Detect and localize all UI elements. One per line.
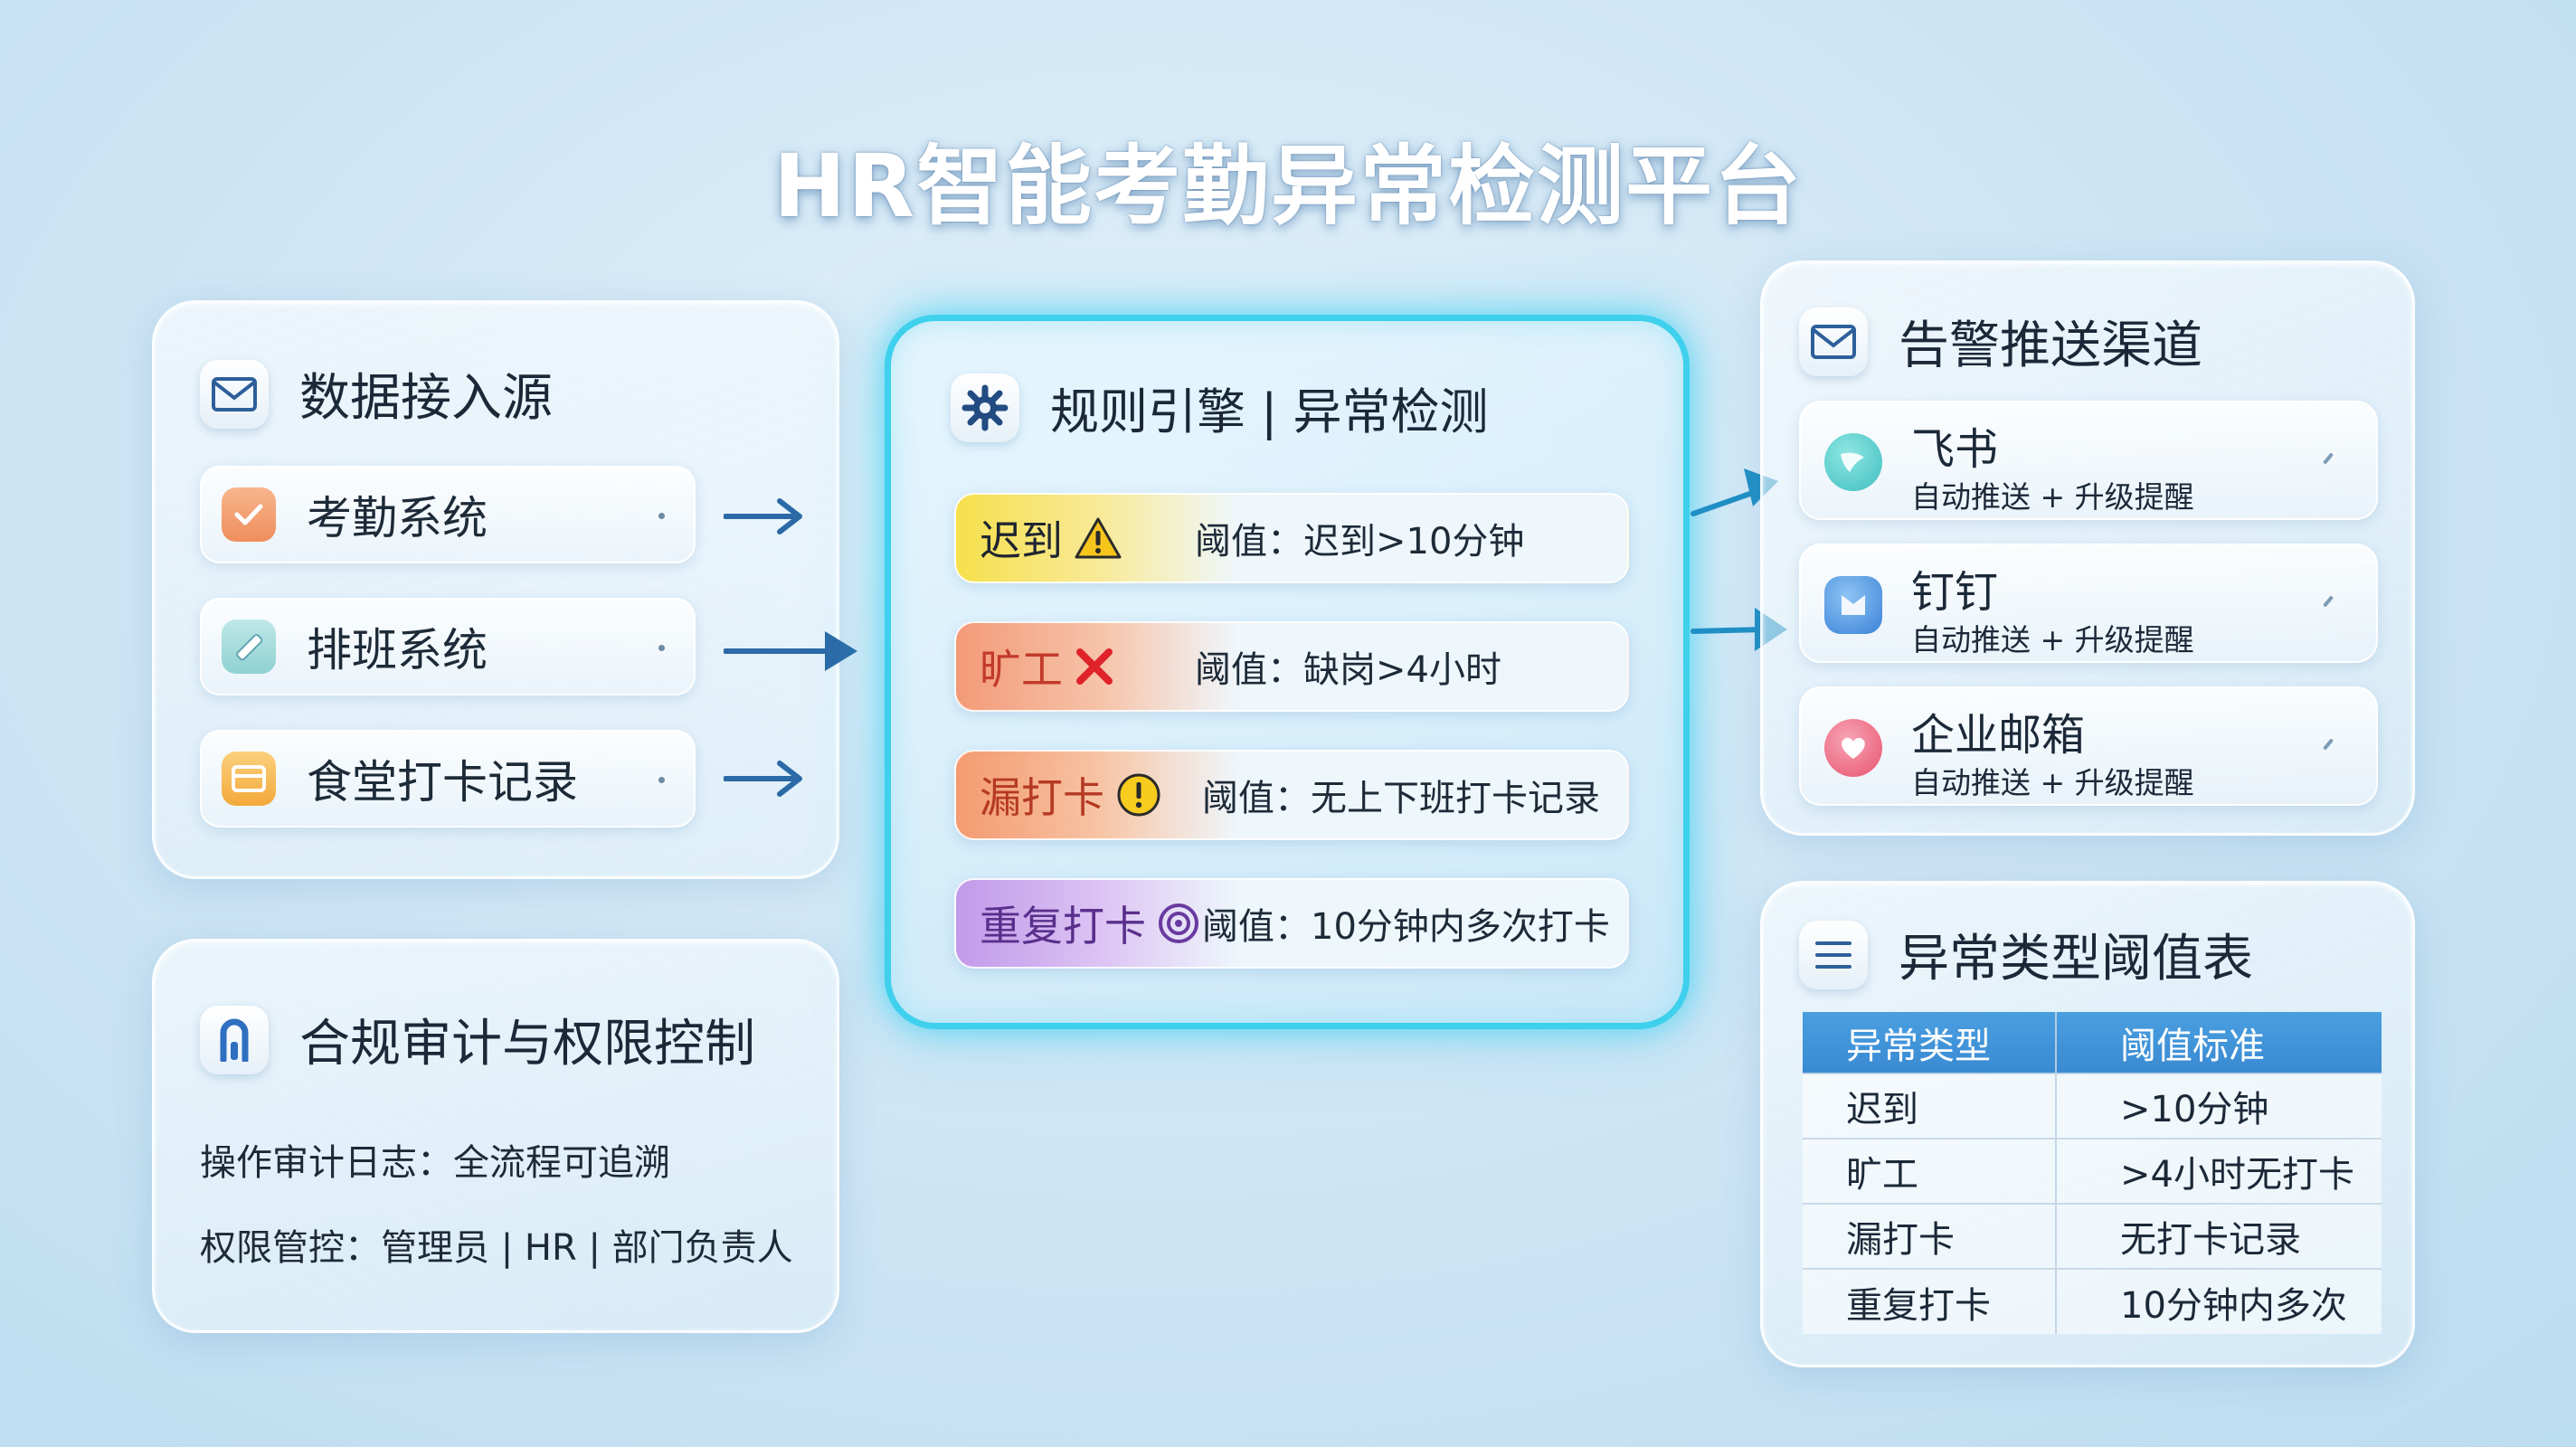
rule-missed-punch[interactable]: 漏打卡 阈值：无上下班打卡记录 xyxy=(954,750,1629,840)
rule-threshold: 阈值：无上下班打卡记录 xyxy=(1202,778,1600,819)
channel-desc: 自动推送 + 升级提醒 xyxy=(1911,622,2194,657)
threshold-title: 异常类型阈值表 xyxy=(1899,930,2253,988)
data-sources-panel: 数据接入源 考勤系统 排班系统 食堂打卡记录 xyxy=(152,300,839,879)
page-title: HR智能考勤异常检测平台 xyxy=(772,136,1804,237)
dingtalk-icon xyxy=(1824,576,1882,634)
arrow-right-icon xyxy=(724,761,802,797)
permission-line: 权限管控：管理员 | HR | 部门负责人 xyxy=(200,1227,793,1269)
channel-dingtalk[interactable]: 钉钉 自动推送 + 升级提醒 xyxy=(1799,544,2378,663)
audit-panel: 合规审计与权限控制 操作审计日志：全流程可追溯 权限管控：管理员 | HR | … xyxy=(152,939,839,1333)
data-sources-title: 数据接入源 xyxy=(299,369,553,428)
rule-name: 旷工 xyxy=(980,645,1063,694)
alert-channels-panel: 告警推送渠道 飞书 自动推送 + 升级提醒 钉钉 自动推送 + 升级提醒 企业邮… xyxy=(1760,260,2415,836)
arrow-right-icon xyxy=(724,631,857,671)
engine-title: 规则引擎 | 异常检测 xyxy=(1050,383,1489,440)
table-cell: 重复打卡 xyxy=(1803,1268,2057,1334)
channel-name: 钉钉 xyxy=(1911,567,1999,618)
channels-header: 告警推送渠道 xyxy=(1799,305,2202,378)
channel-name: 飞书 xyxy=(1911,424,1999,475)
exclamation-circle-icon xyxy=(1115,771,1162,818)
feishu-icon xyxy=(1824,433,1882,491)
rule-threshold: 阈值：缺岗>4小时 xyxy=(1195,649,1501,691)
channel-desc: 自动推送 + 升级提醒 xyxy=(1911,479,2194,515)
table-cell: 无打卡记录 xyxy=(2056,1203,2382,1269)
source-canteen-records[interactable]: 食堂打卡记录 xyxy=(200,730,696,828)
check-badge-icon xyxy=(222,487,276,542)
channels-title: 告警推送渠道 xyxy=(1899,317,2202,375)
table-cell: 旷工 xyxy=(1803,1138,2057,1204)
table-header-row: 异常类型 阈值标准 xyxy=(1803,1012,2382,1073)
table-cell: >10分钟 xyxy=(2056,1073,2382,1139)
channel-name: 企业邮箱 xyxy=(1911,710,2086,761)
mail-icon xyxy=(1799,307,1868,376)
column-header: 异常类型 xyxy=(1803,1012,2057,1073)
list-icon xyxy=(1799,920,1868,989)
table-row: 迟到 >10分钟 xyxy=(1803,1073,2382,1139)
rule-absent[interactable]: 旷工 阈值：缺岗>4小时 xyxy=(954,621,1629,712)
table-cell: 漏打卡 xyxy=(1803,1203,2057,1269)
rule-engine-panel: 规则引擎 | 异常检测 迟到 阈值：迟到>10分钟 旷工 阈值：缺岗>4小时 漏… xyxy=(885,315,1690,1029)
arrow-right-icon xyxy=(724,498,802,534)
card-icon xyxy=(222,752,276,806)
engine-header: 规则引擎 | 异常检测 xyxy=(951,372,1489,443)
rule-late[interactable]: 迟到 阈值：迟到>10分钟 xyxy=(954,493,1629,583)
audit-log-line: 操作审计日志：全流程可追溯 xyxy=(200,1142,670,1184)
lock-icon xyxy=(200,1005,269,1074)
threshold-header: 异常类型阈值表 xyxy=(1799,918,2253,991)
source-attendance-system[interactable]: 考勤系统 xyxy=(200,466,696,563)
audit-header: 合规审计与权限控制 xyxy=(200,1003,755,1076)
target-icon xyxy=(1157,902,1200,945)
pencil-icon xyxy=(222,619,276,674)
source-label: 排班系统 xyxy=(307,624,488,676)
mail-icon xyxy=(200,359,269,429)
rule-threshold: 阈值：10分钟内多次打卡 xyxy=(1202,906,1610,948)
source-scheduling-system[interactable]: 排班系统 xyxy=(200,598,696,695)
table-cell: >4小时无打卡 xyxy=(2056,1138,2382,1204)
threshold-table-panel: 异常类型阈值表 异常类型 阈值标准 迟到 >10分钟 旷工 >4小时无打卡 漏打… xyxy=(1760,881,2415,1367)
rule-duplicate-punch[interactable]: 重复打卡 阈值：10分钟内多次打卡 xyxy=(954,878,1629,969)
cross-icon xyxy=(1074,646,1115,687)
rule-threshold: 阈值：迟到>10分钟 xyxy=(1195,521,1525,563)
channel-feishu[interactable]: 飞书 自动推送 + 升级提醒 xyxy=(1799,401,2378,520)
rule-name: 重复打卡 xyxy=(980,902,1146,950)
column-header: 阈值标准 xyxy=(2056,1012,2382,1073)
table-row: 重复打卡 10分钟内多次 xyxy=(1803,1268,2382,1334)
table-row: 漏打卡 无打卡记录 xyxy=(1803,1203,2382,1269)
source-label: 食堂打卡记录 xyxy=(307,756,578,809)
threshold-table: 异常类型 阈值标准 迟到 >10分钟 旷工 >4小时无打卡 漏打卡 无打卡记录 … xyxy=(1803,1012,2382,1334)
channel-enterprise-mail[interactable]: 企业邮箱 自动推送 + 升级提醒 xyxy=(1799,686,2378,806)
rule-name: 迟到 xyxy=(980,516,1063,565)
table-row: 旷工 >4小时无打卡 xyxy=(1803,1138,2382,1204)
warning-icon xyxy=(1074,516,1122,560)
audit-title: 合规审计与权限控制 xyxy=(299,1015,755,1073)
channel-desc: 自动推送 + 升级提醒 xyxy=(1911,765,2194,800)
rule-name: 漏打卡 xyxy=(980,773,1104,822)
data-sources-header: 数据接入源 xyxy=(200,357,553,430)
table-cell: 10分钟内多次 xyxy=(2056,1268,2382,1334)
table-cell: 迟到 xyxy=(1803,1073,2057,1139)
source-label: 考勤系统 xyxy=(307,492,488,544)
heart-mail-icon xyxy=(1824,719,1882,777)
gear-icon xyxy=(951,373,1019,442)
